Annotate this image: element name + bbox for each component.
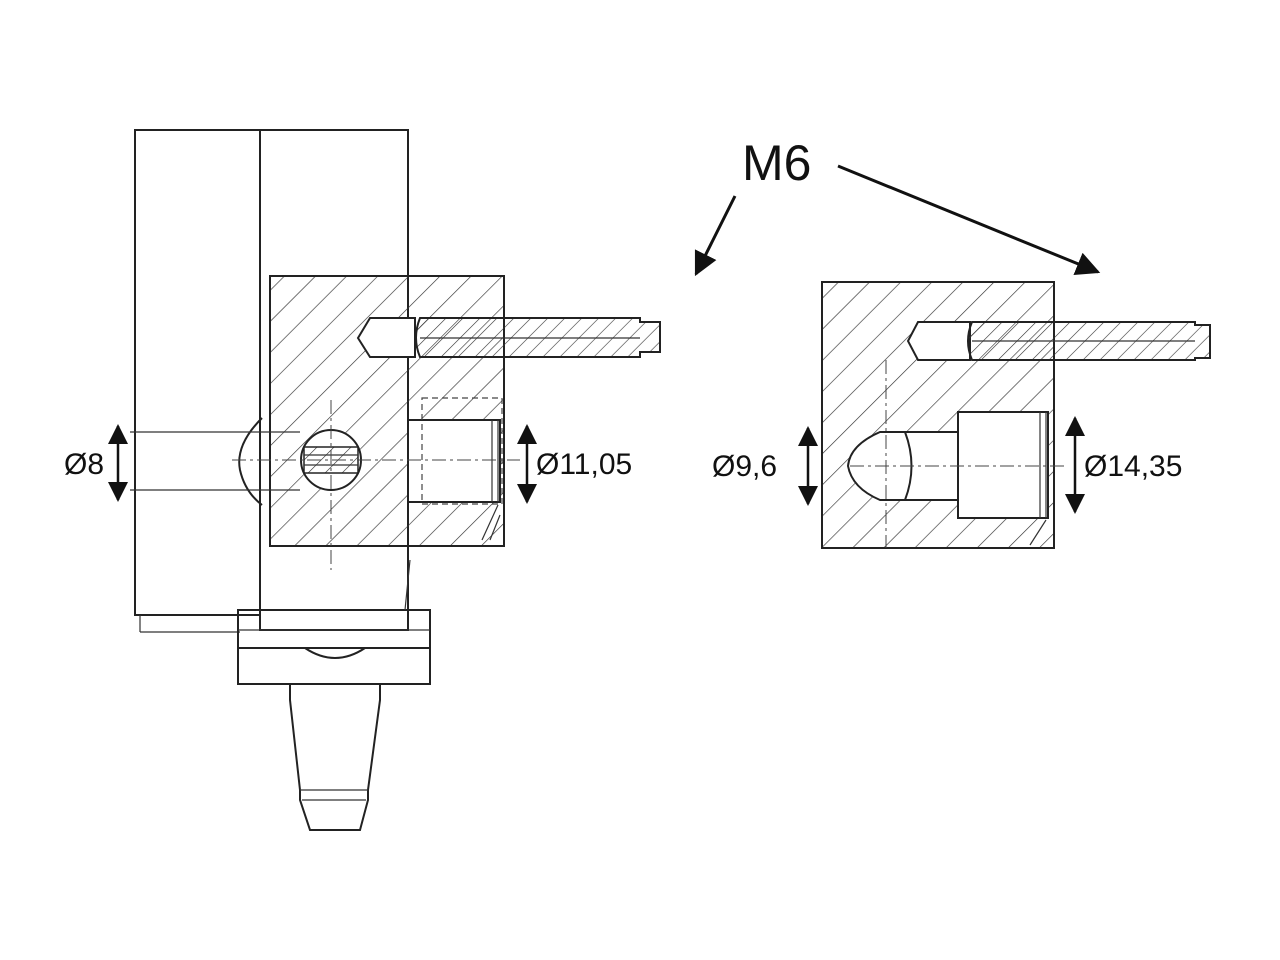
label-left-large-diameter: Ø11,05 (536, 448, 632, 481)
label-left-small-diameter: Ø8 (64, 448, 104, 481)
right-screw-hole (906, 321, 971, 361)
right-detail (821, 281, 1211, 549)
left-assembly (130, 129, 661, 831)
left-screw-hole (356, 317, 416, 358)
fitting-nozzle (289, 684, 381, 831)
left-m6-screw (415, 317, 661, 358)
right-m6-screw (967, 321, 1211, 361)
label-right-small-diameter: Ø9,6 (712, 450, 777, 483)
left-clamp-block (269, 275, 505, 547)
label-thread-m6: M6 (742, 135, 811, 191)
label-right-large-diameter: Ø14,35 (1084, 450, 1182, 483)
right-counterbore (957, 411, 1049, 519)
left-body-plate (134, 129, 261, 616)
left-counterbore (407, 419, 501, 503)
leader-arrow-left (694, 195, 737, 277)
leader-arrow-right (837, 164, 1101, 275)
